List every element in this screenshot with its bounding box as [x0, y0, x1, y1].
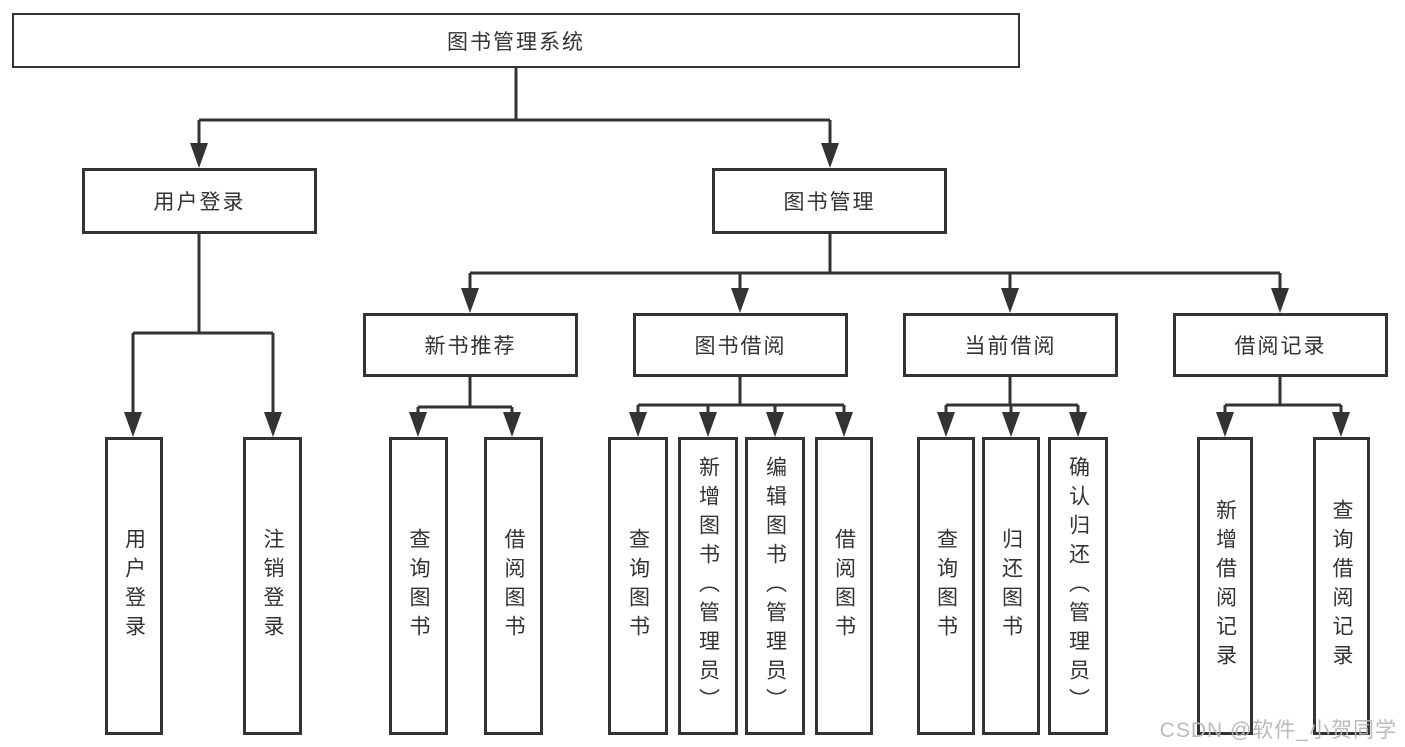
leaf-label: 编辑图书（管理员）	[763, 455, 787, 717]
leaf-label: 查询图书	[934, 528, 958, 644]
leaf-query-books-borrow: 查询图书	[608, 437, 668, 735]
node-user-login: 用户登录	[82, 168, 317, 234]
leaf-logout: 注销登录	[243, 437, 302, 735]
node-book-management: 图书管理	[712, 168, 947, 234]
arrowhead	[461, 288, 479, 313]
leaf-label: 查询图书	[407, 528, 430, 644]
arrowhead	[1216, 412, 1234, 437]
arrowhead	[731, 288, 749, 313]
arrowhead	[835, 412, 853, 437]
node-borrow-records: 借阅记录	[1173, 313, 1388, 377]
leaf-confirm-return-admin: 确认归还（管理员）	[1048, 437, 1108, 735]
node-book-borrow: 图书借阅	[633, 313, 848, 377]
leaf-label: 借阅图书	[832, 528, 856, 644]
arrowhead	[503, 412, 521, 437]
arrowhead	[1332, 412, 1350, 437]
arrowhead	[124, 412, 142, 437]
leaf-return-book: 归还图书	[982, 437, 1040, 735]
node-root-library-system: 图书管理系统	[12, 13, 1020, 68]
arrowhead	[766, 412, 784, 437]
leaf-label: 查询借阅记录	[1330, 499, 1353, 673]
csdn-watermark: CSDN @软件_小贺同学	[1159, 719, 1397, 742]
leaf-edit-book-admin: 编辑图书（管理员）	[745, 437, 805, 735]
leaf-query-borrow-record: 查询借阅记录	[1313, 437, 1370, 735]
leaf-borrow-books: 借阅图书	[815, 437, 873, 735]
node-new-book-recommend: 新书推荐	[363, 313, 578, 377]
leaf-borrow-books-recommend: 借阅图书	[484, 437, 543, 735]
arrowhead	[629, 412, 647, 437]
leaf-add-book-admin: 新增图书（管理员）	[678, 437, 738, 735]
arrowhead	[409, 412, 427, 437]
arrowhead	[264, 412, 282, 437]
arrowhead	[1271, 288, 1289, 313]
arrowhead	[190, 143, 208, 168]
leaf-label: 用户登录	[122, 528, 146, 644]
leaf-label: 归还图书	[999, 528, 1023, 644]
leaf-user-login: 用户登录	[105, 437, 163, 735]
arrowhead	[1069, 412, 1087, 437]
arrowhead	[937, 412, 955, 437]
node-current-borrow: 当前借阅	[903, 313, 1118, 377]
leaf-label: 注销登录	[261, 528, 284, 644]
leaf-label: 新增图书（管理员）	[696, 455, 720, 717]
arrowhead	[1001, 288, 1019, 313]
arrowhead	[1002, 412, 1020, 437]
leaf-query-books-recommend: 查询图书	[389, 437, 448, 735]
leaf-label: 借阅图书	[502, 528, 525, 644]
arrowhead	[699, 412, 717, 437]
leaf-label: 确认归还（管理员）	[1066, 455, 1090, 717]
leaf-add-borrow-record: 新增借阅记录	[1197, 437, 1253, 735]
leaf-label: 新增借阅记录	[1213, 499, 1237, 673]
leaf-label: 查询图书	[626, 528, 650, 644]
arrowhead	[821, 143, 839, 168]
leaf-query-books-current: 查询图书	[917, 437, 975, 735]
